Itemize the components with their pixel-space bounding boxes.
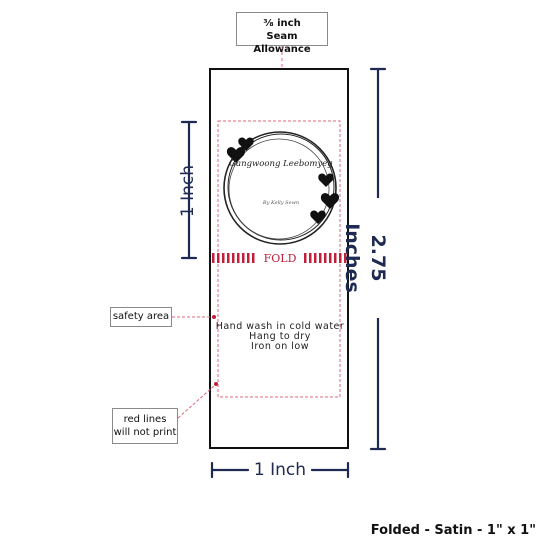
height-half-label: 1 Inch [178,164,198,218]
care-line-2: Hang to dry [249,331,311,342]
fold-stripe [211,253,347,263]
wreath-icon [223,131,340,245]
height-half-dimension [180,120,198,260]
width-label: 1 Inch [253,460,307,480]
label-byline: By Kelly Sewn [262,200,299,206]
red-lines-leader-dot [214,382,218,386]
care-line-3: Iron on low [251,341,309,352]
red-lines-label-1: red lines [123,414,167,425]
red-lines-leader-line [177,385,215,419]
height-full-label: 2.75 Inches [341,198,391,318]
safety-leader-dot [212,315,216,319]
red-lines-callout: red lines will not print [112,408,178,444]
care-line-1: Hand wash in cold water [215,321,345,332]
fold-label: FOLD [264,252,297,265]
seam-label: Seam Allowance [253,31,311,55]
safety-area-label: safety area [112,311,170,322]
seam-fraction: ⅜ inch [263,18,301,29]
product-caption: Folded - Satin - 1" x 1" [370,523,536,538]
safety-area-callout: safety area [110,307,172,327]
width-dimension [210,461,350,479]
red-lines-label-2: will not print [113,427,177,438]
label-title: Gangwoong Leebomyeg [229,159,333,169]
seam-allowance-callout: ⅜ inch Seam Allowance [236,12,328,55]
